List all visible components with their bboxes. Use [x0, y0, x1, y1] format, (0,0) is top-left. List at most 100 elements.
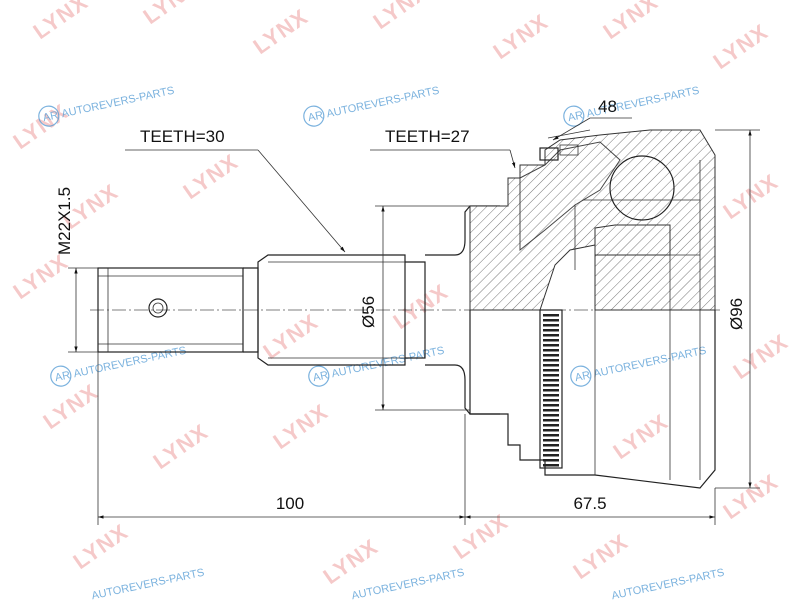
autorevers-watermark: AR AUTOREVERS-PARTS [570, 345, 707, 387]
svg-text:LYNX: LYNX [489, 9, 553, 64]
housing-length-label: 67.5 [573, 494, 606, 513]
inner-teeth-label: TEETH=27 [385, 127, 470, 146]
abs-tooth [543, 464, 559, 467]
lynx-watermark: LYNX [179, 149, 243, 204]
lynx-watermark: LYNX [609, 409, 673, 464]
abs-tooth [543, 334, 559, 337]
lynx-watermark: LYNX [599, 0, 663, 44]
autorevers-watermark: AR AUTOREVERS-PARTS [303, 85, 440, 127]
svg-text:AR: AR [307, 109, 324, 124]
abs-tooth [543, 409, 559, 412]
lynx-watermark: LYNX [149, 419, 213, 474]
svg-text:LYNX: LYNX [69, 519, 133, 574]
abs-tooth [543, 434, 559, 437]
svg-text:AR: AR [312, 369, 329, 384]
outer-teeth-label: TEETH=30 [140, 127, 225, 146]
lynx-watermark: LYNX [269, 399, 333, 454]
svg-text:LYNX: LYNX [599, 0, 663, 44]
svg-text:AR: AR [567, 109, 584, 124]
svg-text:AUTOREVERS-PARTS: AUTOREVERS-PARTS [610, 567, 725, 600]
svg-text:LYNX: LYNX [709, 19, 773, 74]
svg-text:AR: AR [42, 109, 59, 124]
abs-tooth [543, 419, 559, 422]
abs-tooth [543, 324, 559, 327]
lynx-watermark: LYNX [39, 379, 103, 434]
svg-text:LYNX: LYNX [249, 4, 313, 59]
abs-tooth [543, 354, 559, 357]
abs-tooth [543, 359, 559, 362]
svg-text:LYNX: LYNX [269, 399, 333, 454]
abs-tooth [543, 349, 559, 352]
svg-text:AUTOREVERS-PARTS: AUTOREVERS-PARTS [592, 345, 707, 381]
abs-tooth [543, 344, 559, 347]
autorevers-watermark: AUTOREVERS-PARTS [350, 567, 465, 600]
abs-tooth [543, 394, 559, 397]
lynx-watermark: LYNX [489, 9, 553, 64]
svg-text:LYNX: LYNX [149, 419, 213, 474]
shaft-length-label: 100 [276, 494, 304, 513]
svg-text:LYNX: LYNX [9, 249, 73, 304]
abs-ring-teeth [543, 314, 559, 467]
abs-tooth [543, 454, 559, 457]
svg-text:LYNX: LYNX [719, 469, 783, 524]
svg-text:LYNX: LYNX [569, 529, 633, 584]
lynx-watermark: LYNX [319, 534, 383, 589]
abs-tooth [543, 364, 559, 367]
ball-cage [519, 141, 675, 256]
abs-tooth [543, 384, 559, 387]
svg-text:LYNX: LYNX [139, 0, 203, 29]
svg-text:LYNX: LYNX [609, 409, 673, 464]
svg-text:LYNX: LYNX [319, 534, 383, 589]
abs-tooth [543, 404, 559, 407]
lynx-watermark: LYNX [719, 469, 783, 524]
abs-tooth [543, 424, 559, 427]
abs-ring [539, 309, 563, 469]
abs-tooth [543, 439, 559, 442]
abs-tooth [543, 374, 559, 377]
svg-text:LYNX: LYNX [369, 0, 433, 34]
svg-text:LYNX: LYNX [259, 309, 323, 364]
splined-shaft [257, 205, 500, 415]
housing-diameter-label: Ø96 [727, 298, 746, 330]
lynx-watermark: LYNX [259, 309, 323, 364]
svg-text:LYNX: LYNX [179, 149, 243, 204]
lynx-watermark: LYNX [569, 529, 633, 584]
lynx-watermark: LYNX [29, 0, 93, 44]
abs-tooth [543, 429, 559, 432]
lynx-watermark-text: LYNX [29, 0, 93, 44]
svg-text:AR: AR [574, 369, 591, 384]
abs-tooth [543, 459, 559, 462]
svg-text:AUTOREVERS-PARTS: AUTOREVERS-PARTS [90, 567, 205, 600]
autorevers-watermark: AR AUTOREVERS-PARTS [563, 85, 700, 127]
autorevers-watermark: AUTOREVERS-PARTS [610, 567, 725, 600]
shaft-diameter-label: Ø56 [359, 296, 378, 328]
abs-tooth [543, 339, 559, 342]
svg-text:LYNX: LYNX [389, 279, 453, 334]
svg-text:AUTOREVERS-PARTS: AUTOREVERS-PARTS [72, 345, 187, 381]
abs-tooth [543, 314, 559, 317]
abs-tooth [543, 389, 559, 392]
lynx-watermark: LYNX [69, 519, 133, 574]
lynx-watermark: LYNX [719, 169, 783, 224]
dimensions: M22X1.5 Ø56 Ø96 100 67.5 TEETH=30 TEETH=… [55, 97, 760, 525]
abs-tooth [543, 449, 559, 452]
autorevers-watermark: AUTOREVERS-PARTS [90, 567, 205, 600]
svg-text:AR: AR [54, 369, 71, 384]
abs-tooth [543, 369, 559, 372]
abs-tooth [543, 444, 559, 447]
abs-tooth [543, 329, 559, 332]
svg-text:AUTOREVERS-PARTS: AUTOREVERS-PARTS [350, 567, 465, 600]
lynx-watermark: LYNX [369, 0, 433, 34]
svg-text:LYNX: LYNX [719, 169, 783, 224]
abs-ring-label: 48 [598, 97, 617, 116]
lynx-watermark: LYNX [9, 249, 73, 304]
svg-text:LYNX: LYNX [39, 379, 103, 434]
thread-dimension-label: M22X1.5 [55, 187, 74, 255]
lynx-watermark: LYNX [139, 0, 203, 29]
lynx-watermark: LYNX [729, 329, 793, 384]
svg-text:LYNX: LYNX [729, 329, 793, 384]
abs-tooth [543, 379, 559, 382]
svg-text:AUTOREVERS-PARTS: AUTOREVERS-PARTS [60, 85, 175, 121]
svg-text:AUTOREVERS-PARTS: AUTOREVERS-PARTS [330, 345, 445, 381]
